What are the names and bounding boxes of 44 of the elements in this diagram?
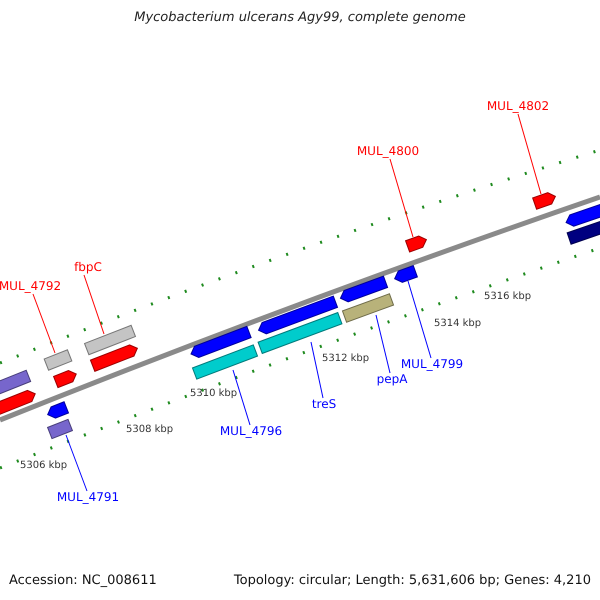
gene-label: treS bbox=[312, 398, 336, 411]
kbp-label: 5310 kbp bbox=[190, 387, 238, 400]
gene-block bbox=[394, 264, 418, 283]
gene-label: MUL_4792 bbox=[0, 280, 62, 293]
gene-block bbox=[84, 324, 136, 356]
gene-block bbox=[342, 293, 394, 323]
gene-block bbox=[340, 275, 388, 302]
kbp-label: 5308 kbp bbox=[126, 423, 174, 436]
kbp-label: 5312 kbp bbox=[322, 352, 370, 365]
gene-block bbox=[566, 219, 600, 245]
gene-label: fbpC bbox=[74, 261, 102, 274]
gene-label: MUL_4791 bbox=[56, 491, 120, 504]
gene-block bbox=[46, 418, 74, 440]
gene-block bbox=[565, 203, 600, 227]
gene-block bbox=[90, 344, 138, 372]
gene-label: MUL_4802 bbox=[486, 100, 550, 113]
gene-label: MUL_4800 bbox=[356, 145, 420, 158]
gene-block bbox=[47, 401, 70, 419]
leader-line bbox=[408, 280, 432, 358]
leader-line bbox=[32, 294, 56, 354]
kbp-label: 5306 kbp bbox=[20, 459, 68, 472]
leader-line bbox=[376, 314, 390, 374]
gene-block bbox=[192, 344, 258, 380]
genome-stats-text: Topology: circular; Length: 5,631,606 bp; Genes: 4,210 bbox=[234, 574, 591, 587]
leader-line bbox=[310, 342, 324, 398]
gene-label: MUL_4796 bbox=[220, 425, 282, 438]
gene-block bbox=[404, 235, 428, 253]
leader-line bbox=[84, 274, 104, 334]
gene-block bbox=[532, 192, 556, 210]
gene-block bbox=[44, 349, 72, 371]
gene-block bbox=[257, 312, 343, 354]
gene-label: pepA bbox=[376, 373, 408, 386]
title: Mycobacterium ulcerans Agy99, complete genome bbox=[134, 11, 466, 24]
leader-line bbox=[390, 158, 414, 238]
kbp-label: 5316 kbp bbox=[484, 290, 532, 303]
gene-block bbox=[52, 370, 77, 388]
gene-label: MUL_4799 bbox=[400, 358, 464, 371]
kbp-label: 5314 kbp bbox=[434, 317, 482, 330]
accession-text: Accession: NC_008611 bbox=[9, 574, 157, 587]
leader-line bbox=[232, 370, 250, 426]
leader-line bbox=[518, 114, 542, 194]
gene-block bbox=[258, 295, 338, 334]
gene-block bbox=[190, 326, 252, 358]
leader-line bbox=[66, 434, 88, 492]
